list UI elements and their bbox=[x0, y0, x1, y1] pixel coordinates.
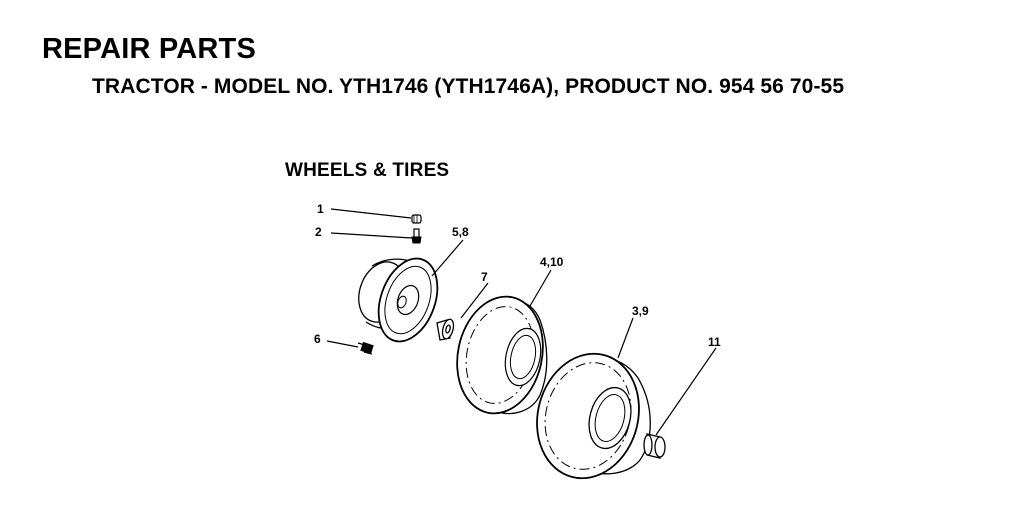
grease-fitting-part bbox=[357, 341, 374, 355]
callout-5-8: 5,8 bbox=[452, 225, 469, 239]
callout-6: 6 bbox=[314, 332, 321, 346]
hub-cap-part bbox=[643, 433, 666, 459]
valve-cap-part bbox=[411, 214, 422, 224]
rear-tire-part bbox=[536, 352, 651, 480]
callout-7: 7 bbox=[481, 270, 488, 284]
leader-lines bbox=[326, 208, 717, 436]
front-tire-part bbox=[456, 295, 548, 415]
callout-1: 1 bbox=[317, 202, 324, 216]
page-title: REPAIR PARTS bbox=[42, 33, 257, 65]
callout-3-9: 3,9 bbox=[632, 304, 649, 318]
rim-part bbox=[358, 257, 439, 343]
section-title: WHEELS & TIRES bbox=[285, 160, 450, 181]
bushing-part bbox=[436, 318, 455, 341]
valve-stem-part bbox=[411, 228, 422, 244]
callout-2: 2 bbox=[315, 225, 322, 239]
callout-4-10: 4,10 bbox=[540, 255, 564, 269]
callout-11: 11 bbox=[708, 335, 721, 349]
page-subtitle: TRACTOR - MODEL NO. YTH1746 (YTH1746A), … bbox=[92, 75, 845, 98]
